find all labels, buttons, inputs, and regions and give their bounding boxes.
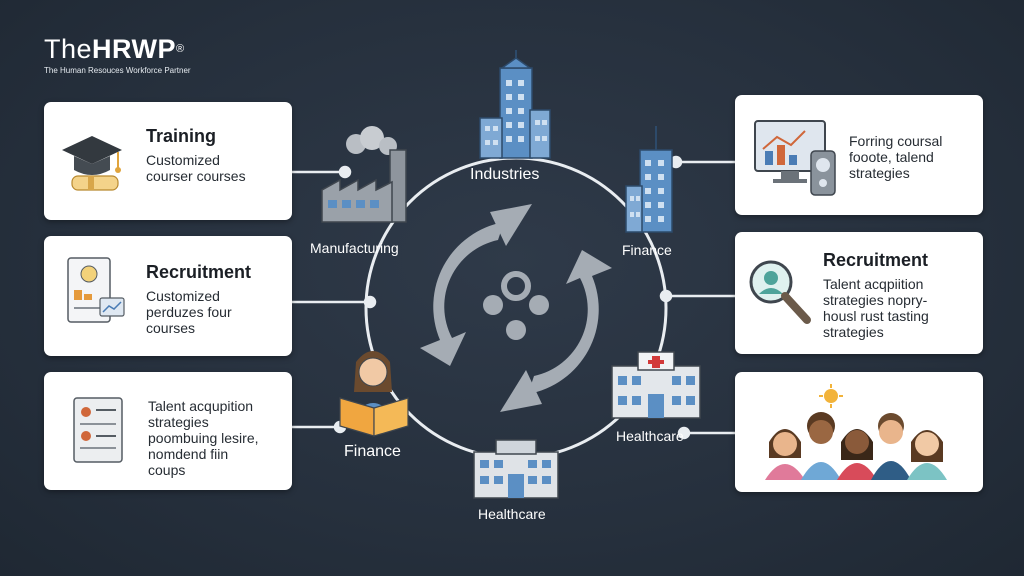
finance-building-icon: [625, 126, 673, 233]
office-building-icon: [473, 439, 559, 499]
magnifier-person-icon: [749, 260, 811, 324]
brand-logo: TheHRWP® The Human Resouces Workforce Pa…: [44, 34, 191, 75]
hub-label-finance-right: Finance: [622, 242, 672, 258]
hub-label-manufacturing: Manufacturing: [310, 240, 399, 256]
hub-label-healthcare-bottom: Healthcare: [478, 506, 546, 522]
cycle-arrows: [420, 204, 612, 412]
cycle-arrow-left: [420, 222, 504, 366]
factory-icon: [321, 126, 407, 223]
document-chart-icon: [67, 257, 125, 323]
recruitment-title-right: Recruitment: [823, 250, 929, 270]
people-group-icon: [765, 384, 947, 480]
brand-name: TheHRWP®: [44, 34, 185, 64]
industries-building-icon: [479, 50, 551, 159]
sun-icon: [819, 384, 843, 408]
team-card[interactable]: [735, 372, 983, 492]
graduation-cap-icon: [62, 136, 122, 191]
brand-tagline: The Human Resouces Workforce Partner: [44, 66, 191, 75]
person-reading-icon: [339, 351, 409, 437]
hub-label-industries: Industries: [470, 166, 540, 183]
hospital-icon: [611, 351, 701, 419]
monitor-chart-icon: [754, 120, 836, 196]
training-title: Training: [146, 126, 217, 146]
hub-label-finance-left: Finance: [344, 443, 401, 460]
recruitment-title-left: Recruitment: [146, 262, 252, 282]
center-people-icon: [483, 271, 549, 340]
resume-icon: [73, 397, 123, 463]
left-connectors: [292, 165, 377, 434]
cycle-arrow-right: [528, 250, 612, 394]
hub-label-healthcare-right: Healthcare: [616, 428, 684, 444]
